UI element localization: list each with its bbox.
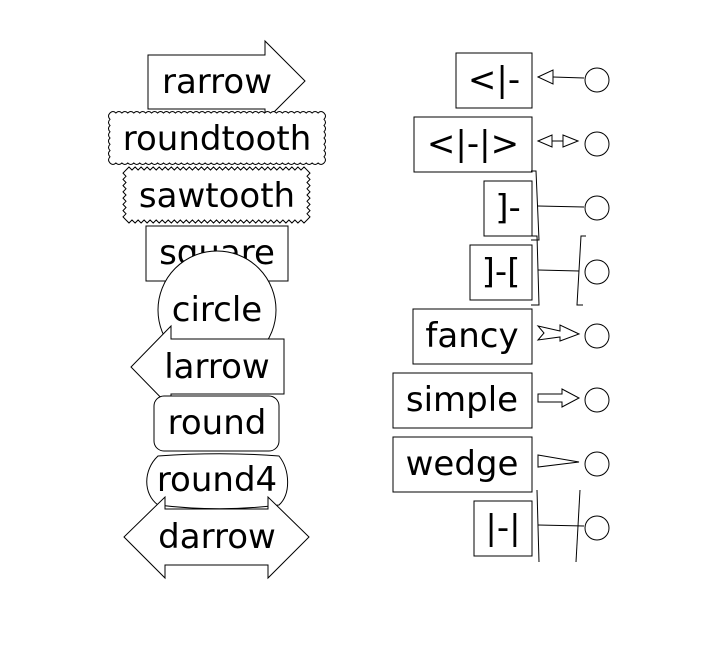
larrow-shape — [130, 324, 285, 410]
label-hollow-both: <|-|> — [427, 124, 519, 164]
label-simple: simple — [406, 380, 518, 420]
label-wedge: wedge — [406, 444, 519, 484]
round-shape — [153, 395, 280, 452]
circle-label: circle — [172, 290, 262, 330]
label-bar: |-| — [485, 508, 520, 548]
label-bracket-ab: ]-[ — [482, 252, 521, 292]
connector-bracket-b — [537, 205, 585, 208]
larrow-label: larrow — [164, 347, 270, 387]
hollow-head-left — [536, 69, 554, 85]
connector-bar — [537, 524, 585, 527]
roundtooth-label: roundtooth — [123, 119, 312, 159]
label-box-simple — [392, 372, 533, 429]
fancy-arrow-shape — [536, 324, 581, 342]
rarrow-shape — [147, 39, 306, 123]
round4-shape — [146, 453, 289, 510]
label-fancy: fancy — [425, 316, 518, 356]
endpoint-circle-8 — [584, 515, 610, 541]
sawtooth-label: sawtooth — [139, 176, 295, 216]
label-box-hollow-left — [455, 52, 533, 109]
label-box-hollow-both — [413, 116, 533, 173]
endpoint-circle-3 — [584, 195, 610, 221]
connector-hollow-left — [552, 76, 585, 79]
sawtooth-shape — [122, 166, 311, 224]
label-box-bracket-b — [483, 180, 533, 237]
darrow-shape — [123, 495, 310, 580]
bracket-b-shape — [531, 170, 540, 241]
endpoint-circle-4 — [584, 259, 610, 285]
endpoint-circle-7 — [584, 451, 610, 477]
wedge-arrow-shape — [537, 454, 580, 468]
endpoint-circle-5 — [584, 323, 610, 349]
label-bracket-b: ]- — [495, 188, 521, 228]
label-box-bracket-ab — [469, 244, 533, 301]
round-label: round — [168, 403, 267, 443]
roundtooth-shape — [108, 111, 326, 165]
simple-arrow-shape — [537, 388, 581, 408]
darrow-label: darrow — [158, 517, 276, 557]
hollow-head-both-left — [536, 134, 553, 148]
rarrow-label: rarrow — [162, 62, 272, 102]
endpoint-circle-2 — [584, 131, 610, 157]
round4-label: round4 — [157, 460, 277, 500]
bar-left — [536, 489, 540, 563]
label-hollow-left: <|- — [468, 60, 520, 100]
endpoint-circle-6 — [584, 387, 610, 413]
endpoint-circle-1 — [584, 67, 610, 93]
arrow-styles-column: <|- <|-|> ]- ]-[ fancy simple — [392, 52, 610, 563]
hollow-head-both-right — [562, 134, 580, 148]
label-box-bar — [473, 500, 533, 557]
label-box-fancy — [412, 308, 533, 365]
label-box-wedge — [392, 436, 533, 493]
connector-bracket-ab — [537, 269, 580, 272]
box-styles-column: rarrow roundtooth sawtooth square circle… — [108, 39, 326, 580]
